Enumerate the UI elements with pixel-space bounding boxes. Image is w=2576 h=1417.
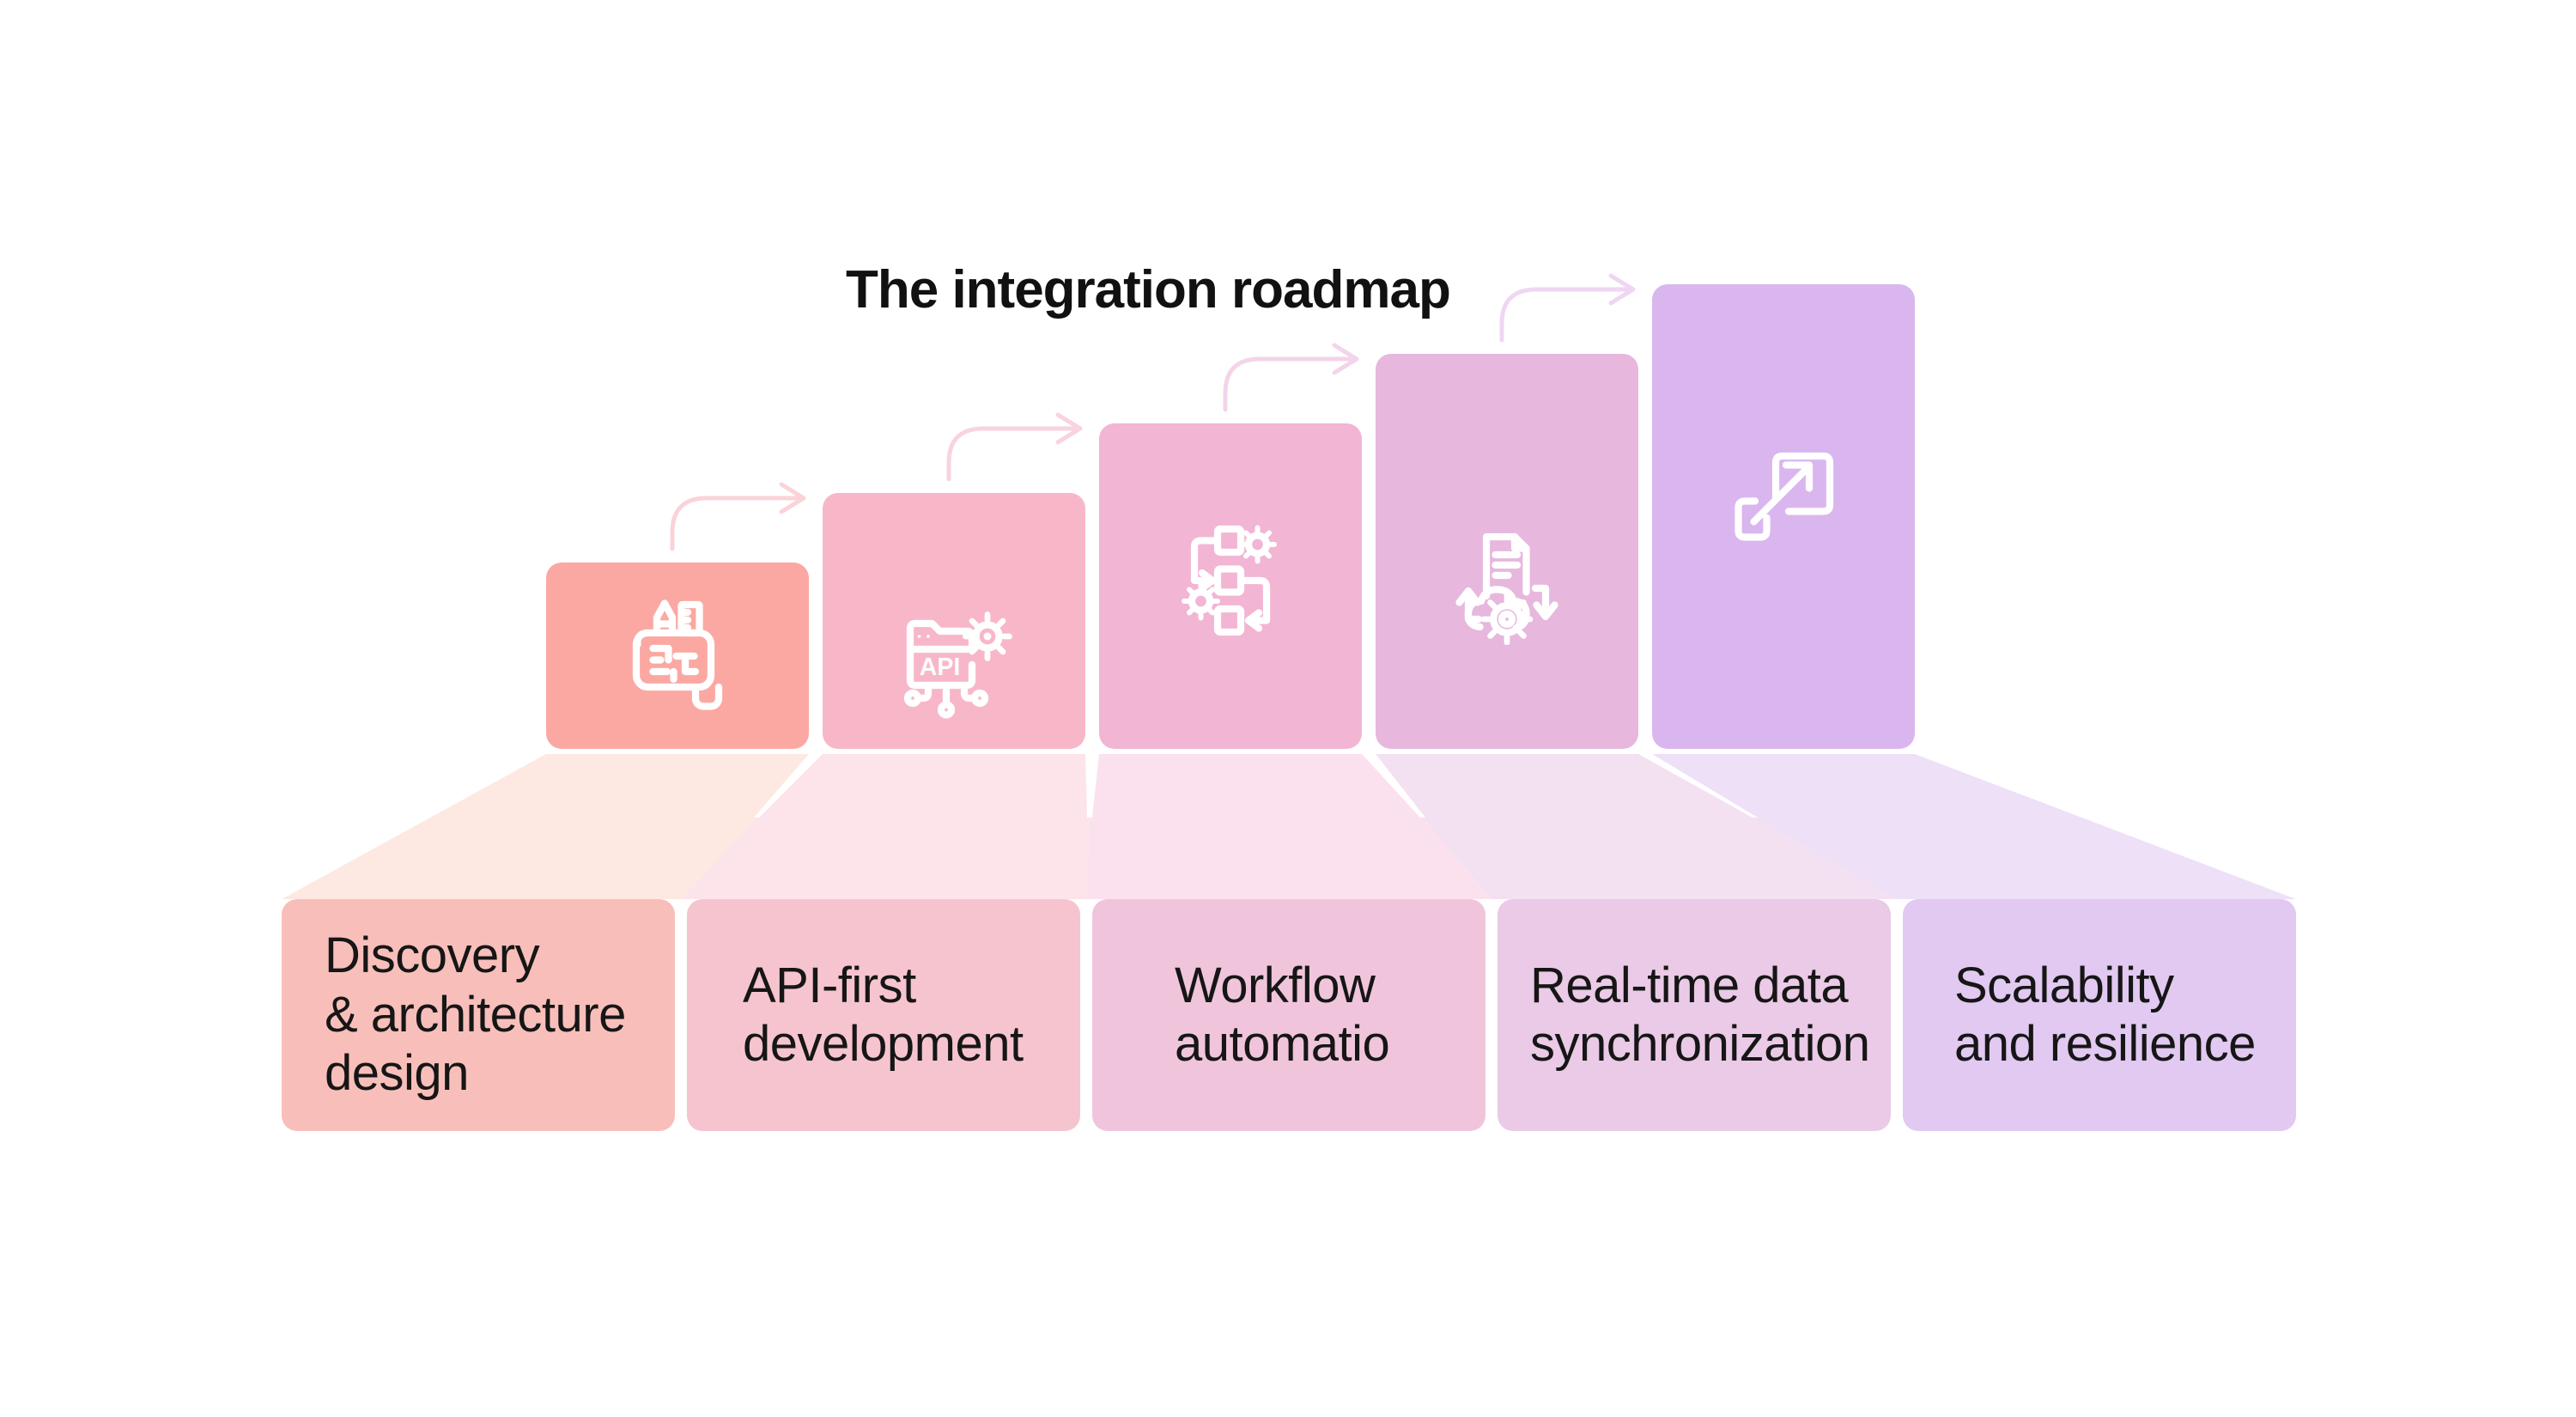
funnel-seam-4	[1638, 754, 1758, 818]
step-card-label: API-first development	[743, 957, 1024, 1072]
step-connector-arrow-2	[946, 412, 1083, 482]
step-connector-arrow-4	[1499, 273, 1636, 343]
step-card-label: Real-time data synchronization	[1530, 957, 1870, 1072]
step-card-label: Discovery & architecture design	[325, 927, 626, 1102]
api-icon-text: API	[920, 654, 961, 681]
page-title: The integration roadmap	[846, 260, 1451, 319]
step-card-api-first: API-first development	[687, 899, 1080, 1131]
funnel-shape-5	[1645, 754, 2296, 899]
funnel-seam-1	[754, 754, 823, 818]
funnel-shape-1	[282, 754, 816, 899]
blueprint-architecture-icon	[632, 599, 723, 710]
funnel-shape-3	[1086, 754, 1492, 899]
step-card-label: Scalability and resilience	[1954, 957, 2256, 1072]
api-folder-gear-icon: API	[903, 611, 1012, 719]
step-connector-arrow-1	[670, 482, 806, 551]
step-card-scalability: Scalability and resilience	[1903, 899, 2296, 1131]
funnel-shape-4	[1369, 754, 1897, 899]
funnel-seam-3	[1362, 754, 1425, 818]
step-card-discovery: Discovery & architecture design	[282, 899, 675, 1131]
stair-box-workflow	[1099, 423, 1362, 749]
step-connector-arrow-3	[1223, 343, 1359, 412]
step-card-label: Workflow automatio	[1175, 957, 1390, 1072]
stair-box-scalability	[1652, 284, 1915, 749]
step-card-workflow: Workflow automatio	[1092, 899, 1485, 1131]
step-card-realtime-sync: Real-time data synchronization	[1498, 899, 1891, 1131]
scale-expand-icon	[1735, 452, 1834, 541]
funnel-seam-2	[1085, 754, 1099, 818]
workflow-automation-icon	[1182, 525, 1277, 636]
document-sync-gear-icon	[1455, 532, 1558, 645]
